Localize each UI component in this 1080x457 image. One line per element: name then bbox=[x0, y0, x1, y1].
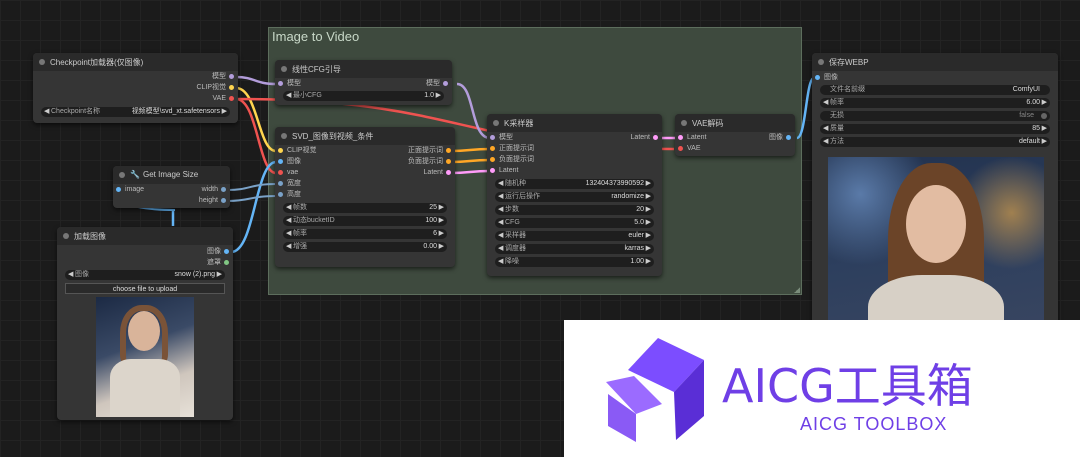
node-title: VAE解码 bbox=[692, 119, 724, 128]
brand-banner bbox=[564, 320, 1080, 457]
banner-logo-text: AICG工具箱 bbox=[722, 359, 973, 413]
input-image[interactable]: 图像 bbox=[815, 73, 838, 83]
collapse-dot[interactable] bbox=[63, 233, 69, 239]
toggle-knob bbox=[1041, 113, 1047, 119]
input-latent[interactable]: Latent bbox=[678, 133, 706, 143]
output-vae[interactable]: VAE bbox=[213, 94, 234, 104]
node-title: SVD_图像到视频_条件 bbox=[292, 132, 374, 141]
node-get-image-size[interactable]: 🔧 Get Image Size image width height bbox=[113, 166, 230, 208]
output-negative[interactable]: 负面提示词 bbox=[408, 157, 451, 167]
output-model[interactable]: 模型 bbox=[212, 72, 234, 82]
input-vae[interactable]: VAE bbox=[678, 144, 701, 154]
output-image[interactable]: 图像 bbox=[207, 247, 229, 257]
node-title-bar[interactable]: 🔧 Get Image Size bbox=[113, 166, 230, 184]
node-title-bar[interactable]: 线性CFG引导 bbox=[275, 60, 452, 78]
collapse-dot[interactable] bbox=[281, 133, 287, 139]
output-latent[interactable]: Latent bbox=[631, 133, 658, 143]
node-title-bar[interactable]: 保存WEBP bbox=[812, 53, 1058, 71]
node-title: K采样器 bbox=[504, 119, 534, 128]
collapse-dot[interactable] bbox=[681, 120, 687, 126]
input-model[interactable]: 模型 bbox=[278, 79, 301, 89]
node-title-bar[interactable]: Checkpoint加载器(仅图像) bbox=[33, 53, 238, 71]
output-width[interactable]: width bbox=[202, 185, 226, 195]
input-negative[interactable]: 负面提示词 bbox=[490, 155, 534, 165]
image-preview bbox=[96, 297, 194, 417]
node-vae-decode[interactable]: VAE解码 Latent VAE 图像 bbox=[675, 114, 795, 156]
node-title: 加载图像 bbox=[74, 232, 106, 241]
output-preview bbox=[828, 157, 1044, 343]
node-title: Checkpoint加载器(仅图像) bbox=[50, 58, 144, 67]
node-title-bar[interactable]: SVD_图像到视频_条件 bbox=[275, 127, 455, 145]
banner-subtitle: AICG TOOLBOX bbox=[800, 414, 948, 434]
input-positive[interactable]: 正面提示词 bbox=[490, 144, 534, 154]
node-title: 保存WEBP bbox=[829, 58, 869, 67]
collapse-dot[interactable] bbox=[493, 120, 499, 126]
output-mask[interactable]: 遮罩 bbox=[207, 258, 229, 268]
node-title-bar[interactable]: VAE解码 bbox=[675, 114, 795, 132]
input-clip-vision[interactable]: CLIP视觉 bbox=[278, 146, 317, 156]
group-resize-handle[interactable] bbox=[794, 287, 800, 293]
collapse-dot[interactable] bbox=[281, 66, 287, 72]
collapse-dot[interactable] bbox=[818, 59, 824, 65]
group-title: Image to Video bbox=[272, 29, 360, 44]
node-svd-conditioning[interactable]: SVD_图像到视频_条件 CLIP视觉 图像 vae 宽度 高度 正面提示词 负… bbox=[275, 127, 455, 267]
arrow-right-icon: ▶ bbox=[221, 108, 227, 115]
input-latent[interactable]: Latent bbox=[490, 166, 518, 176]
widget-ckpt-name[interactable]: ◀Checkpoint名称视频模型\svd_xt.safetensors▶ bbox=[41, 107, 230, 117]
wrench-icon: 🔧 bbox=[130, 170, 140, 179]
output-height[interactable]: height bbox=[199, 196, 226, 206]
output-model[interactable]: 模型 bbox=[426, 79, 448, 89]
node-title-bar[interactable]: 加载图像 bbox=[57, 227, 233, 245]
node-title: 线性CFG引导 bbox=[292, 65, 341, 74]
collapse-dot[interactable] bbox=[39, 59, 45, 65]
input-width[interactable]: 宽度 bbox=[278, 179, 301, 189]
arrow-left-icon: ◀ bbox=[44, 108, 50, 115]
upload-button[interactable]: choose file to upload bbox=[65, 283, 225, 294]
output-clip-vision[interactable]: CLIP视觉 bbox=[196, 83, 234, 93]
aicg-logo-icon bbox=[606, 338, 704, 442]
output-image[interactable]: 图像 bbox=[769, 133, 791, 143]
input-image[interactable]: image bbox=[116, 185, 144, 195]
collapse-dot[interactable] bbox=[119, 172, 125, 178]
input-vae[interactable]: vae bbox=[278, 168, 298, 178]
node-title: Get Image Size bbox=[143, 170, 199, 179]
input-image[interactable]: 图像 bbox=[278, 157, 301, 167]
output-latent[interactable]: Latent bbox=[424, 168, 451, 178]
input-model[interactable]: 模型 bbox=[490, 133, 513, 143]
output-positive[interactable]: 正面提示词 bbox=[408, 146, 451, 156]
node-title-bar[interactable]: K采样器 bbox=[487, 114, 662, 132]
node-checkpoint-loader[interactable]: Checkpoint加载器(仅图像) 模型 CLIP视觉 VAE ◀Checkp… bbox=[33, 53, 238, 123]
input-height[interactable]: 高度 bbox=[278, 190, 301, 200]
